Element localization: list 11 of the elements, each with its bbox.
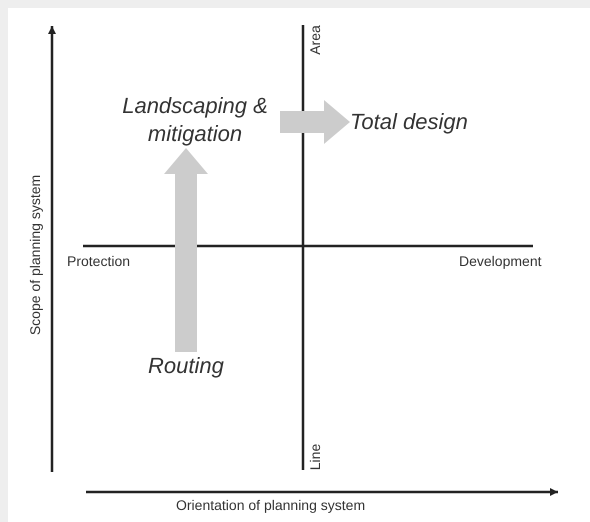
axis-label: Line <box>307 444 324 470</box>
quadrant-label: Routing <box>148 352 224 380</box>
quadrant-label: Total design <box>350 108 468 136</box>
axis-label: Scope of planning system <box>27 174 44 336</box>
block-arrow <box>280 100 350 144</box>
axis-label: Development <box>459 253 542 269</box>
quadrant-label: Landscaping & mitigation <box>110 92 280 148</box>
axis-label: Area <box>306 25 323 55</box>
block-arrow <box>164 148 208 352</box>
axis-label: Orientation of planning system <box>176 497 366 513</box>
axis-label: Protection <box>67 253 130 269</box>
